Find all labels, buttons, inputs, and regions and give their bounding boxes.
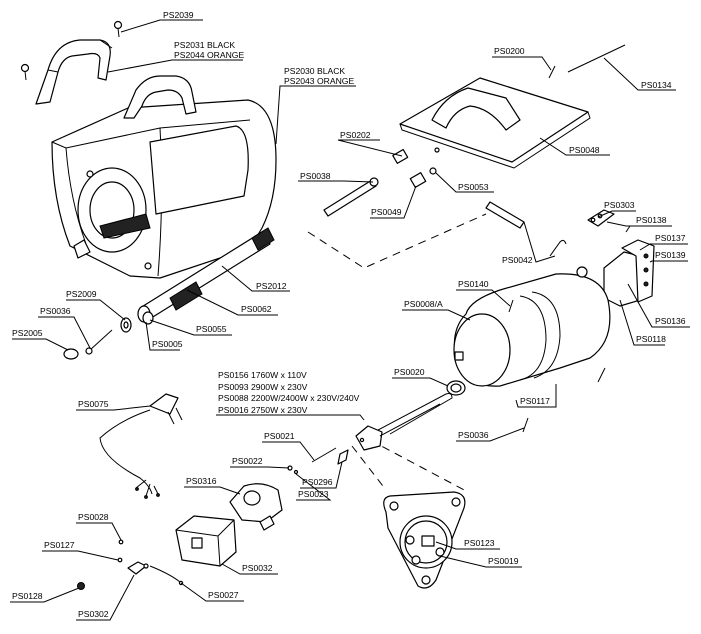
main-housing — [51, 75, 277, 279]
label-ps2009: PS2009 — [66, 289, 97, 299]
leader-lines — [10, 19, 690, 621]
label-ps0048: PS0048 — [569, 145, 600, 155]
label-ps2012: PS2012 — [256, 281, 287, 291]
label-ps0027: PS0027 — [208, 590, 239, 600]
screw-ps2039 — [113, 20, 123, 38]
ring-ps0020 — [446, 380, 466, 396]
label-ps0049: PS0049 — [371, 207, 402, 217]
label-ps0055: PS0055 — [196, 324, 227, 334]
label-ps0140: PS0140 — [458, 279, 489, 289]
label-ps0316: PS0316 — [186, 476, 217, 486]
rod-ps0134 — [548, 44, 626, 79]
label-ps0016: PS0016 2750W x 230V — [218, 405, 308, 415]
label-ps0032: PS0032 — [242, 563, 273, 573]
label-ps0093: PS0093 2900W x 230V — [218, 382, 308, 392]
heating-element — [355, 393, 453, 451]
thermostat-ps0316 — [229, 483, 283, 531]
label-ps0075: PS0075 — [78, 399, 109, 409]
label-ps0028: PS0028 — [78, 512, 109, 522]
power-cord — [99, 393, 183, 499]
label-ps0005: PS0005 — [152, 339, 183, 349]
label-ps0036a: PS0036 — [40, 306, 71, 316]
label-ps0202: PS0202 — [340, 130, 371, 140]
heater-tank — [453, 266, 611, 387]
label-ps0138: PS0138 — [636, 215, 667, 225]
handle-part — [35, 39, 113, 105]
label-ps2031: PS2031 BLACK — [174, 40, 235, 50]
label-ps0127: PS0127 — [44, 540, 75, 550]
dashed-guides — [307, 213, 487, 493]
screw-left — [20, 63, 30, 81]
label-ps0128: PS0128 — [12, 591, 43, 601]
label-ps0118: PS0118 — [636, 334, 666, 344]
label-ps0036b: PS0036 — [458, 430, 489, 440]
screw-right — [522, 417, 529, 433]
label-ps2039: PS2039 — [163, 10, 194, 20]
label-ps0088: PS0088 2200W/2400W x 230V/240V — [218, 393, 360, 403]
label-ps0053: PS0053 — [458, 182, 489, 192]
label-ps0200: PS0200 — [494, 46, 525, 56]
label-ps0042: PS0042 — [502, 255, 533, 265]
valve-parts — [323, 148, 525, 229]
label-ps0062: PS0062 — [241, 304, 272, 314]
label-ps0137: PS0137 — [655, 233, 686, 243]
part-labels: PS2039 PS2031 BLACK PS2044 ORANGE PS2030… — [12, 10, 686, 619]
element-flange-detail — [383, 491, 466, 589]
label-ps0303: PS0303 — [604, 200, 635, 210]
label-ps0123: PS0123 — [464, 538, 495, 548]
label-ps0021: PS0021 — [264, 431, 295, 441]
label-ps2043: PS2043 ORANGE — [284, 76, 354, 86]
label-ps0020: PS0020 — [394, 367, 425, 377]
label-ps2005: PS2005 — [12, 328, 43, 338]
label-ps0139: PS0139 — [655, 250, 686, 260]
label-ps0134: PS0134 — [641, 80, 672, 90]
small-parts-left — [63, 311, 154, 360]
label-ps0302: PS0302 — [78, 609, 109, 619]
label-ps0156: PS0156 1760W x 110V — [218, 370, 307, 380]
label-ps0008a: PS0008/A — [404, 299, 443, 309]
label-ps2044: PS2044 ORANGE — [174, 50, 244, 60]
label-ps2030: PS2030 BLACK — [284, 66, 345, 76]
label-ps0023: PS0023 — [298, 489, 329, 499]
lid-ps0048 — [399, 77, 591, 169]
label-ps0136: PS0136 — [655, 316, 686, 326]
label-ps0022: PS0022 — [232, 456, 263, 466]
hook-ps0042 — [549, 239, 567, 257]
switch-box — [175, 515, 237, 567]
label-ps0019: PS0019 — [488, 556, 519, 566]
label-ps0117: PS0117 — [520, 396, 550, 406]
thermostat-small-parts — [287, 447, 349, 475]
label-ps0296: PS0296 — [302, 477, 333, 487]
label-ps0038: PS0038 — [300, 171, 331, 181]
